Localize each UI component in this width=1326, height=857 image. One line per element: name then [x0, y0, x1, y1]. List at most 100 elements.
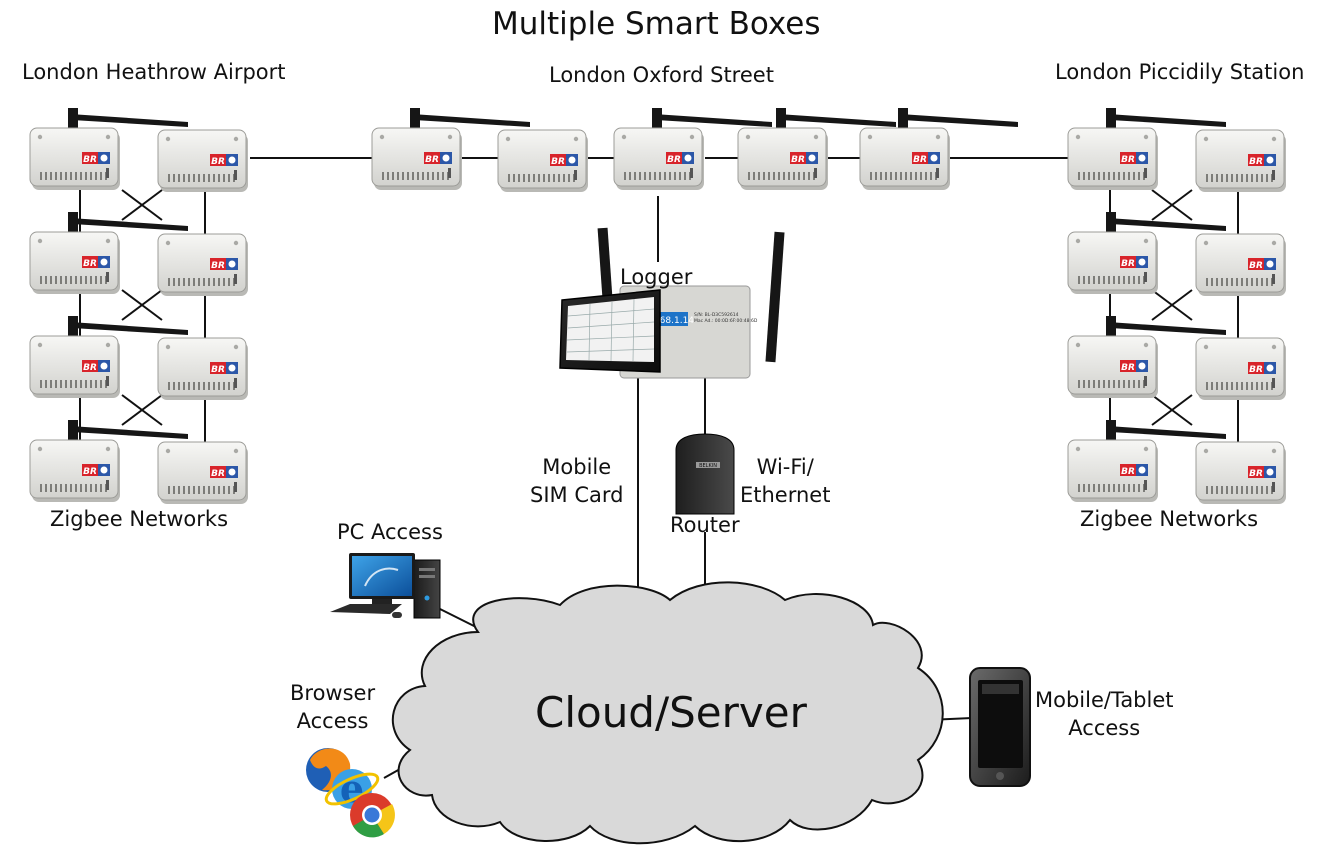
smart-box-device: BR: [1067, 316, 1226, 398]
smart-box-device: BR: [1195, 129, 1286, 192]
smart-box-device: BR: [1195, 441, 1286, 504]
br-logo-badge: BR: [666, 152, 694, 165]
smart-box-device: BR: [157, 441, 248, 504]
smart-box-device: BR: [1195, 233, 1286, 296]
br-logo-text: BR: [211, 261, 225, 271]
smart-box-device: BR: [157, 233, 248, 296]
br-logo-text: BR: [667, 155, 681, 165]
antenna-icon: [1106, 420, 1226, 446]
smart-box-device: BR: [497, 129, 588, 192]
cloud-server: [391, 581, 944, 845]
br-logo-text: BR: [83, 467, 97, 477]
cloud-server-label: Cloud/Server: [535, 688, 807, 737]
antenna-icon: [1106, 212, 1226, 238]
br-logo-badge: BR: [210, 258, 238, 271]
page-title: Multiple Smart Boxes: [492, 6, 821, 42]
logger-label: Logger: [620, 265, 693, 289]
smart-box-device: BR: [613, 108, 772, 190]
mobile-sim-label: Mobile SIM Card: [530, 455, 623, 508]
br-logo-badge: BR: [82, 464, 110, 477]
browser-access-label: Browser Access: [290, 681, 375, 734]
smart-box-device: BR: [29, 212, 188, 294]
browser-icons: e: [306, 748, 395, 838]
br-logo-text: BR: [1121, 363, 1135, 373]
br-logo-text: BR: [1121, 155, 1135, 165]
smart-box-device: BR: [859, 108, 1018, 190]
site-label-piccidily: London Piccidily Station: [1055, 60, 1305, 84]
antenna-icon: [410, 108, 530, 134]
br-logo-badge: BR: [210, 154, 238, 167]
br-logo-badge: BR: [210, 466, 238, 479]
mobile-tablet-access-label: Mobile/Tablet Access: [1035, 688, 1174, 741]
br-logo-text: BR: [1121, 259, 1135, 269]
br-logo-text: BR: [1249, 157, 1263, 167]
br-logo-badge: BR: [424, 152, 452, 165]
mobile-access-line-1: Mobile/Tablet: [1035, 688, 1174, 712]
mobile-sim-line-2: SIM Card: [530, 483, 624, 508]
smart-box-device: BR: [1067, 212, 1226, 294]
chrome-icon: [350, 793, 395, 838]
br-logo-text: BR: [1121, 467, 1135, 477]
smart-box-device: BR: [1067, 108, 1226, 190]
zigbee-label-left: Zigbee Networks: [50, 507, 229, 531]
br-logo-text: BR: [791, 155, 805, 165]
br-logo-text: BR: [83, 363, 97, 373]
antenna-icon: [898, 108, 1018, 134]
router-brand: BELKIN: [699, 463, 717, 469]
br-logo-badge: BR: [1120, 256, 1148, 269]
pc-access-label: PC Access: [337, 520, 443, 544]
br-logo-badge: BR: [82, 152, 110, 165]
logger-info-2: Mac Ad.: 00:0D:6F:00:48:6D: [694, 318, 758, 324]
logger-device: 168.1.14 S/N: BL-D3C592614 Mac Ad.: 00:0…: [559, 227, 785, 379]
br-logo-text: BR: [1249, 469, 1263, 479]
antenna-icon: [68, 108, 188, 134]
router-label: Router: [670, 513, 740, 537]
wifi-ethernet-label: Wi-Fi/ Ethernet: [740, 455, 830, 508]
br-logo-badge: BR: [1248, 466, 1276, 479]
br-logo-badge: BR: [82, 256, 110, 269]
antenna-icon: [776, 108, 896, 134]
br-logo-text: BR: [1249, 261, 1263, 271]
br-logo-text: BR: [551, 157, 565, 167]
logger-info-1: S/N: BL-D3C592614: [694, 312, 739, 318]
smart-box-device: BR: [1195, 337, 1286, 400]
smart-boxes: BR BR BR BR BR BR BR BR BR BR BR BR BR BR BR BR BR BR BR BR…: [29, 108, 1286, 504]
br-logo-badge: BR: [550, 154, 578, 167]
antenna-icon: [68, 212, 188, 238]
br-logo-text: BR: [211, 365, 225, 375]
wifi-line-1: Wi-Fi/: [756, 455, 814, 479]
desktop-pc-icon: [330, 553, 441, 619]
logger-screen-text: 168.1.14: [654, 316, 694, 326]
mobile-access-line-2: Access: [1068, 716, 1141, 741]
antenna-icon: [1106, 108, 1226, 134]
smart-box-device: BR: [29, 316, 188, 398]
br-logo-badge: BR: [1120, 360, 1148, 373]
browser-line-2: Access: [296, 709, 369, 734]
site-label-oxford-street: London Oxford Street: [549, 63, 774, 87]
br-logo-badge: BR: [82, 360, 110, 373]
antenna-icon: [68, 316, 188, 342]
wifi-line-2: Ethernet: [740, 483, 831, 508]
antenna-icon: [68, 420, 188, 446]
smart-box-device: BR: [1067, 420, 1226, 502]
smart-box-device: BR: [157, 129, 248, 192]
br-logo-text: BR: [913, 155, 927, 165]
smart-box-device: BR: [371, 108, 530, 190]
br-logo-badge: BR: [1248, 258, 1276, 271]
antenna-icon: [1106, 316, 1226, 342]
br-logo-badge: BR: [790, 152, 818, 165]
antenna-icon: [652, 108, 772, 134]
br-logo-text: BR: [83, 155, 97, 165]
smartphone-icon: [969, 667, 1031, 787]
br-logo-badge: BR: [1248, 362, 1276, 375]
smart-box-device: BR: [737, 108, 896, 190]
site-label-heathrow: London Heathrow Airport: [22, 60, 286, 84]
br-logo-badge: BR: [1120, 464, 1148, 477]
br-logo-text: BR: [211, 469, 225, 479]
br-logo-badge: BR: [1248, 154, 1276, 167]
br-logo-badge: BR: [210, 362, 238, 375]
br-logo-badge: BR: [1120, 152, 1148, 165]
br-logo-text: BR: [425, 155, 439, 165]
br-logo-text: BR: [1249, 365, 1263, 375]
